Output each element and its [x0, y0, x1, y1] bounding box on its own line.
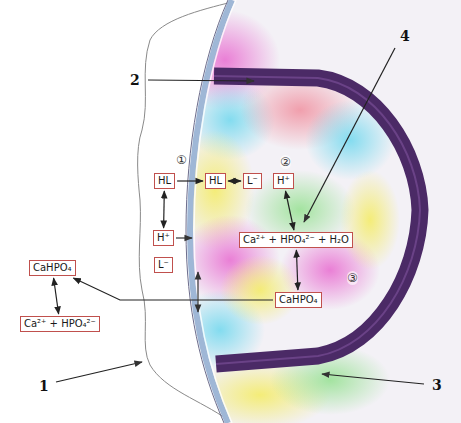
step-number: ③	[347, 271, 358, 285]
formula-box: L⁻	[243, 173, 262, 189]
formula-text: CaHPO₄	[30, 261, 75, 275]
formula-text: Ca²⁺ + HPO₄²⁻ + H₂O	[240, 233, 352, 247]
formula-box: CaHPO₄	[275, 292, 322, 308]
formula-box: H⁺	[153, 230, 174, 246]
formula-box: Ca²⁺ + HPO₄²⁻	[20, 316, 100, 332]
formula-box: HL	[154, 173, 175, 189]
formula-box: L⁻	[154, 257, 173, 273]
reaction-arrow	[73, 278, 273, 300]
reaction-arrow	[286, 191, 294, 230]
formula-text: HL	[155, 174, 174, 188]
formula-box: H⁺	[273, 173, 294, 189]
callout-number: 1	[39, 378, 49, 394]
step-number: ②	[280, 155, 291, 169]
reaction-arrow	[54, 278, 59, 314]
step-number: ①	[176, 153, 187, 167]
callout-number: 4	[400, 28, 410, 44]
formula-text: H⁺	[154, 231, 173, 245]
formula-text: Ca²⁺ + HPO₄²⁻	[21, 317, 99, 331]
formula-box: CaHPO₄	[29, 260, 76, 276]
formula-text: L⁻	[155, 258, 172, 272]
formula-text: L⁻	[244, 174, 261, 188]
callout-number: 2	[130, 72, 140, 88]
reaction-arrow	[177, 180, 203, 181]
reaction-arrow	[228, 180, 241, 181]
reaction-arrow	[163, 191, 165, 228]
formula-box: HL	[205, 173, 226, 189]
callout-number: 3	[432, 377, 442, 393]
formula-box: Ca²⁺ + HPO₄²⁻ + H₂O	[239, 232, 353, 248]
formula-text: CaHPO₄	[276, 293, 321, 307]
reaction-arrow	[296, 250, 298, 290]
formula-text: HL	[206, 174, 225, 188]
formula-text: H⁺	[274, 174, 293, 188]
